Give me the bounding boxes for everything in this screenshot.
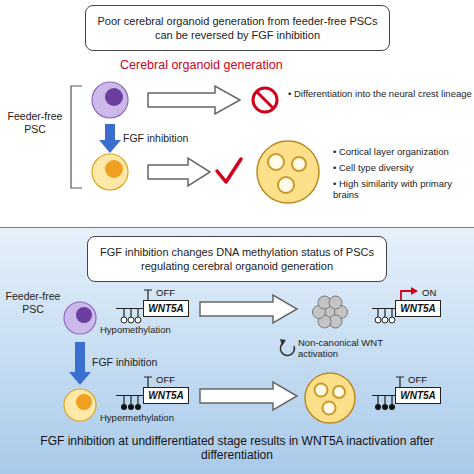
conclusion-text: FGF inhibition at undifferentiated stage… — [30, 434, 444, 463]
promoter — [372, 309, 395, 318]
hollow-arrow — [200, 295, 297, 323]
bullet-item: • Differentiation into the neural crest … — [288, 88, 472, 99]
methylated-cpg — [128, 404, 134, 410]
bullet-item: • Cortical layer organization — [333, 146, 473, 157]
rosette — [278, 177, 294, 193]
header-text: FGF inhibition changes DNA methylation s… — [92, 245, 382, 273]
repression-mark — [144, 377, 152, 387]
organoid — [257, 141, 319, 203]
bracket — [71, 86, 82, 188]
state-label: OFF — [156, 287, 175, 298]
circular-arrow-head — [280, 339, 286, 346]
unmethylated-cpg — [135, 317, 141, 323]
rosette — [323, 402, 336, 415]
rosette — [268, 154, 284, 170]
down-arrow — [99, 124, 121, 153]
promoter — [116, 396, 143, 405]
header-box: Poor cerebral organoid generation from f… — [85, 5, 390, 51]
hollow-arrow — [200, 382, 297, 410]
top-panel — [0, 0, 474, 227]
hollow-arrow — [148, 86, 240, 114]
yellow-cell — [92, 154, 128, 190]
cell-aggregate — [313, 296, 348, 328]
header-box: FGF inhibition changes DNA methylation s… — [87, 236, 387, 282]
state-label: OFF — [156, 374, 175, 385]
cell-nucleus — [76, 394, 92, 410]
bullet-item: • High similarity with primary brains — [333, 178, 473, 201]
unmethylated-cpg — [128, 317, 134, 323]
unmethylated-cpg — [121, 317, 127, 323]
treatment-label: FGF inhibition — [123, 132, 213, 145]
purple-cell — [92, 82, 128, 118]
gene-box: ONWNT5A — [395, 300, 441, 317]
methylated-cpg — [389, 404, 395, 410]
gene-box: OFFWNT5A — [143, 387, 189, 404]
cell-nucleus — [105, 88, 123, 106]
down-arrow — [69, 342, 91, 385]
hollow-arrow — [148, 158, 210, 186]
rosette — [333, 386, 345, 398]
unmethylated-cpg — [382, 317, 388, 323]
bullet-item: • Cell type diversity — [333, 162, 473, 173]
no-symbol-slash — [257, 92, 274, 109]
gene-name: WNT5A — [148, 390, 184, 401]
methylation-label: Hypomethylation — [100, 324, 195, 335]
gene-box: OFFWNT5A — [395, 387, 441, 404]
yellow-cell — [64, 389, 96, 421]
unmethylated-cpg — [375, 317, 381, 323]
repression-mark — [144, 290, 152, 300]
rosette — [292, 157, 306, 171]
cell-nucleus — [76, 307, 92, 323]
gene-name: WNT5A — [400, 390, 436, 401]
state-label: ON — [422, 287, 436, 298]
methylated-cpg — [375, 404, 381, 410]
methylated-cpg — [382, 404, 388, 410]
panel-divider — [0, 227, 474, 228]
state-label: OFF — [408, 374, 427, 385]
bottom-panel — [0, 228, 474, 474]
aggregate-cell — [329, 296, 342, 309]
methylation-label: Hypermethylation — [100, 412, 195, 423]
methylated-cpg — [121, 404, 127, 410]
cell-label: Feeder-free PSC — [2, 290, 64, 315]
purple-cell — [64, 302, 96, 334]
gene-name: WNT5A — [400, 303, 436, 314]
promoter — [116, 309, 143, 318]
check-mark — [217, 159, 241, 182]
section-heading: Cerebral organoid generation — [120, 58, 340, 73]
treatment-label: FGF inhibition — [92, 356, 182, 369]
pathway-label: Non-canonical WNT activation — [298, 337, 390, 360]
header-text: Poor cerebral organoid generation from f… — [90, 14, 385, 42]
cell-nucleus — [105, 160, 123, 178]
repression-mark — [396, 377, 404, 387]
promoter — [372, 396, 395, 405]
cell-label: Feeder-free PSC — [4, 110, 66, 135]
activation-arrow-head — [411, 287, 418, 295]
no-symbol — [253, 88, 277, 112]
rosette — [315, 384, 328, 397]
gene-name: WNT5A — [148, 303, 184, 314]
gene-box: OFFWNT5A — [143, 300, 189, 317]
methylated-cpg — [135, 404, 141, 410]
organoid — [305, 373, 355, 423]
unmethylated-cpg — [389, 317, 395, 323]
activation-arrow — [401, 291, 412, 300]
